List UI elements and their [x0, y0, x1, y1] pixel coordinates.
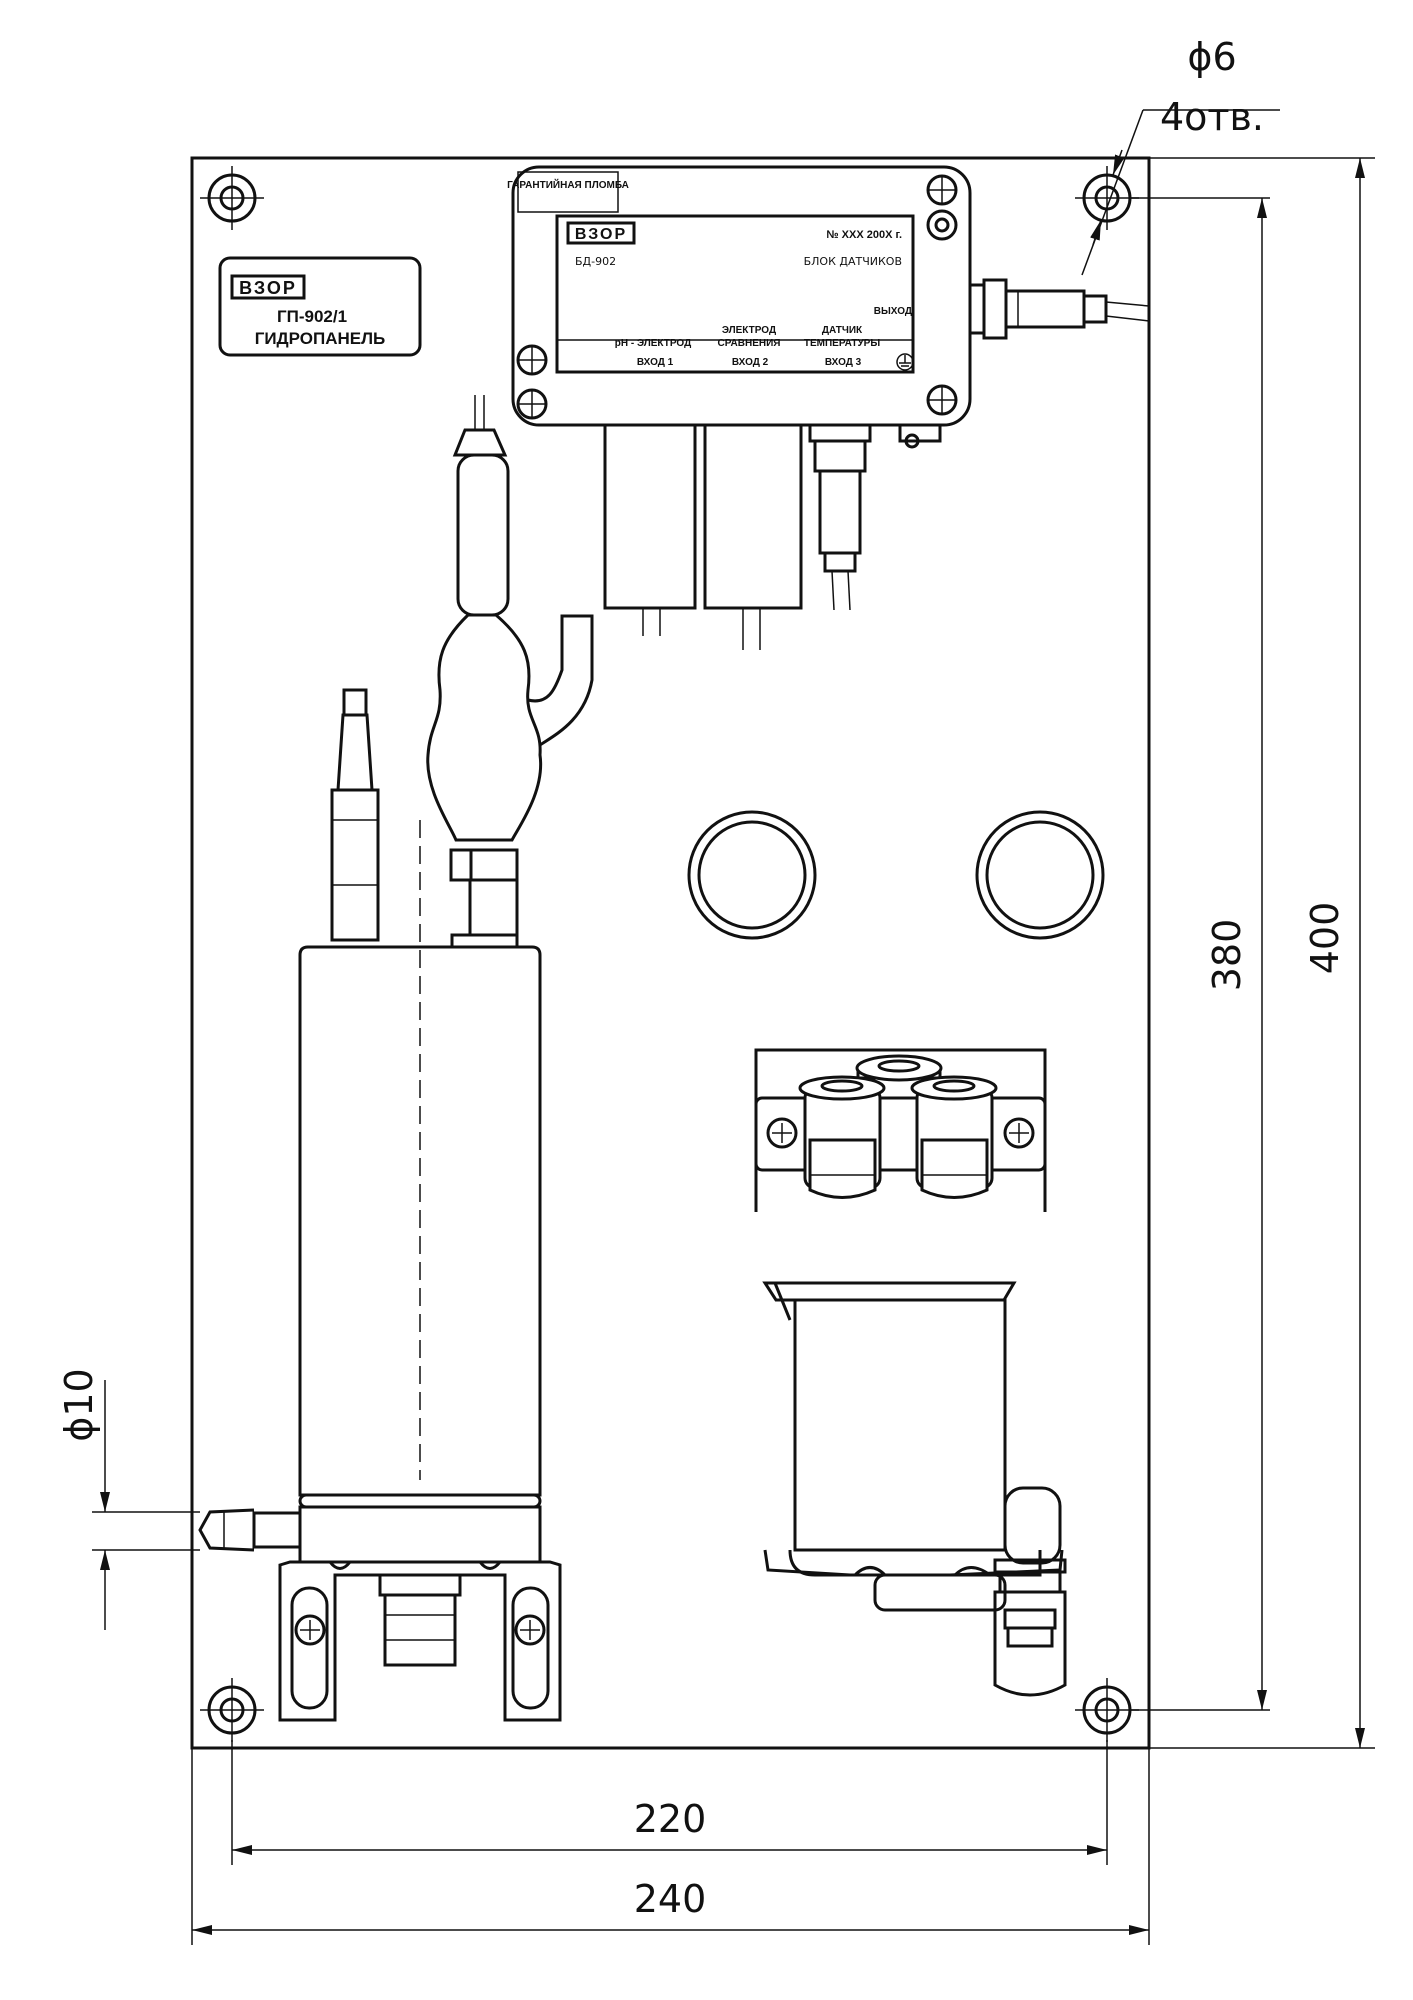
width-outer-value: 240 [634, 1877, 707, 1921]
input2-name-line1: ЭЛЕКТРОД [722, 325, 776, 336]
width-inner-value: 220 [634, 1797, 707, 1841]
block-serial: № XXX 200X г. [826, 229, 902, 241]
mounting-hole-top-left [200, 166, 264, 230]
dimension-width-inner: 220 [231, 1740, 1108, 1865]
dimension-height-inner: 380 [1130, 197, 1270, 1711]
ground-terminal [898, 423, 942, 449]
block-screws [516, 174, 958, 420]
fittings-bracket [754, 1048, 1047, 1212]
input3-port: ВХОД 3 [825, 357, 862, 368]
warranty-seal-label: ГАРАНТИЙНАЯ ПЛОМБА [507, 178, 629, 191]
input2-name-line2: СРАВНЕНИЯ [718, 338, 781, 349]
block-name: БЛОК ДАТЧИКОВ [804, 255, 902, 268]
dimension-height-outer: 400 [1149, 157, 1375, 1749]
inlet-diameter-callout: ϕ10 [57, 1368, 200, 1630]
flow-cell [198, 820, 542, 1564]
height-outer-value: 400 [1303, 902, 1347, 975]
hole-diameter-value: ϕ6 [1187, 35, 1236, 79]
panel-name: ГИДРОПАНЕЛЬ [255, 329, 386, 348]
inlet-diameter-value: ϕ10 [57, 1368, 101, 1441]
round-port-left [687, 810, 817, 940]
panel-logo: ВЗОР [239, 278, 297, 298]
input3-cable-gland [808, 423, 872, 611]
overflow-cup [762, 1281, 1067, 1697]
ph-electrode [426, 395, 594, 949]
height-inner-value: 380 [1205, 919, 1249, 992]
temperature-probe [330, 688, 380, 942]
block-logo: ВЗОР [575, 226, 627, 243]
dimension-width-outer: 240 [191, 1748, 1150, 1945]
panel-model: ГП-902/1 [277, 307, 347, 326]
flow-cell-bracket [278, 1560, 562, 1722]
hole-diameter-callout: ϕ6 4отв. [1081, 35, 1280, 276]
input2-port: ВХОД 2 [732, 357, 769, 368]
sensor-block: ГАРАНТИЙНАЯ ПЛОМБА ВЗОР № XXX 200X г. БД… [507, 165, 1150, 650]
mounting-hole-bottom-left [200, 1678, 264, 1742]
output-cable-gland [968, 278, 1150, 340]
input1-name: pH - ЭЛЕКТРОД [615, 338, 691, 349]
input3-name-line1: ДАТЧИК [822, 325, 863, 336]
input1-port: ВХОД 1 [637, 357, 674, 368]
input1-connector [603, 423, 697, 610]
block-model: БД-902 [575, 255, 616, 268]
hole-count-value: 4отв. [1160, 95, 1264, 139]
mounting-hole-top-right [1075, 166, 1139, 230]
input3-name-line2: ТЕМПЕРАТУРЫ [804, 338, 880, 349]
mounting-panel [190, 156, 1151, 1750]
input2-connector [703, 423, 803, 610]
round-port-right [975, 810, 1105, 940]
mounting-hole-bottom-right [1075, 1678, 1139, 1742]
output-label: ВЫХОД [874, 306, 912, 317]
panel-nameplate: ВЗОР ГП-902/1 ГИДРОПАНЕЛЬ [218, 256, 422, 357]
ground-icon [896, 353, 914, 371]
